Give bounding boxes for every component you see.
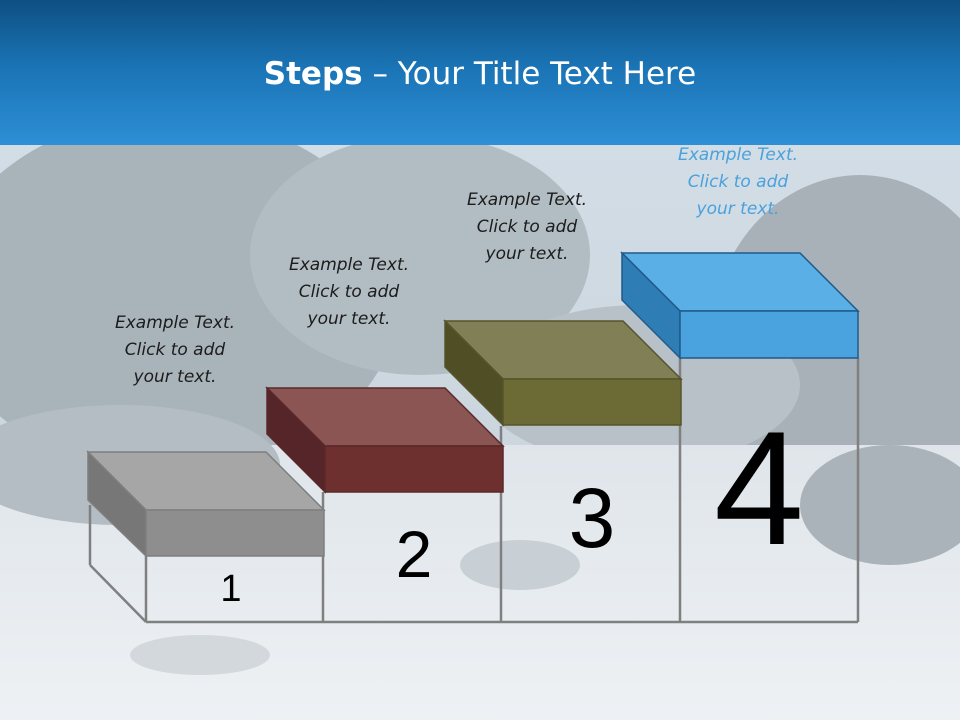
title-rest: – Your Title Text Here <box>362 56 697 92</box>
step-2-number: 2 <box>395 517 433 591</box>
step-3-label[interactable]: Example Text. Click to add your text. <box>427 187 627 268</box>
step-3-slab[interactable] <box>443 319 683 427</box>
label-line: your text. <box>696 199 780 219</box>
label-line: Click to add <box>124 340 226 360</box>
label-line: Example Text. <box>466 190 588 210</box>
label-line: Example Text. <box>114 313 236 333</box>
step-4-label[interactable]: Example Text. Click to add your text. <box>638 142 838 223</box>
label-line: Click to add <box>476 217 578 237</box>
label-line: Click to add <box>687 172 789 192</box>
step-1-slab[interactable] <box>86 450 326 558</box>
title-bold: Steps <box>263 56 363 92</box>
step-1-number: 1 <box>220 568 242 610</box>
step-2-label[interactable]: Example Text. Click to add your text. <box>249 252 449 333</box>
step-4-number: 4 <box>713 398 805 579</box>
step-1-label[interactable]: Example Text. Click to add your text. <box>75 310 275 391</box>
step-4-slab[interactable] <box>620 251 860 360</box>
label-line: Example Text. <box>677 145 799 165</box>
step-3-number: 3 <box>568 471 616 565</box>
label-line: your text. <box>485 244 569 264</box>
step-2-slab[interactable] <box>265 386 505 494</box>
slide-title[interactable]: Steps – Your Title Text Here <box>0 56 960 92</box>
label-line: Example Text. <box>288 255 410 275</box>
title-bar: Steps – Your Title Text Here <box>0 0 960 145</box>
label-line: your text. <box>133 367 217 387</box>
label-line: Click to add <box>298 282 400 302</box>
label-line: your text. <box>307 309 391 329</box>
